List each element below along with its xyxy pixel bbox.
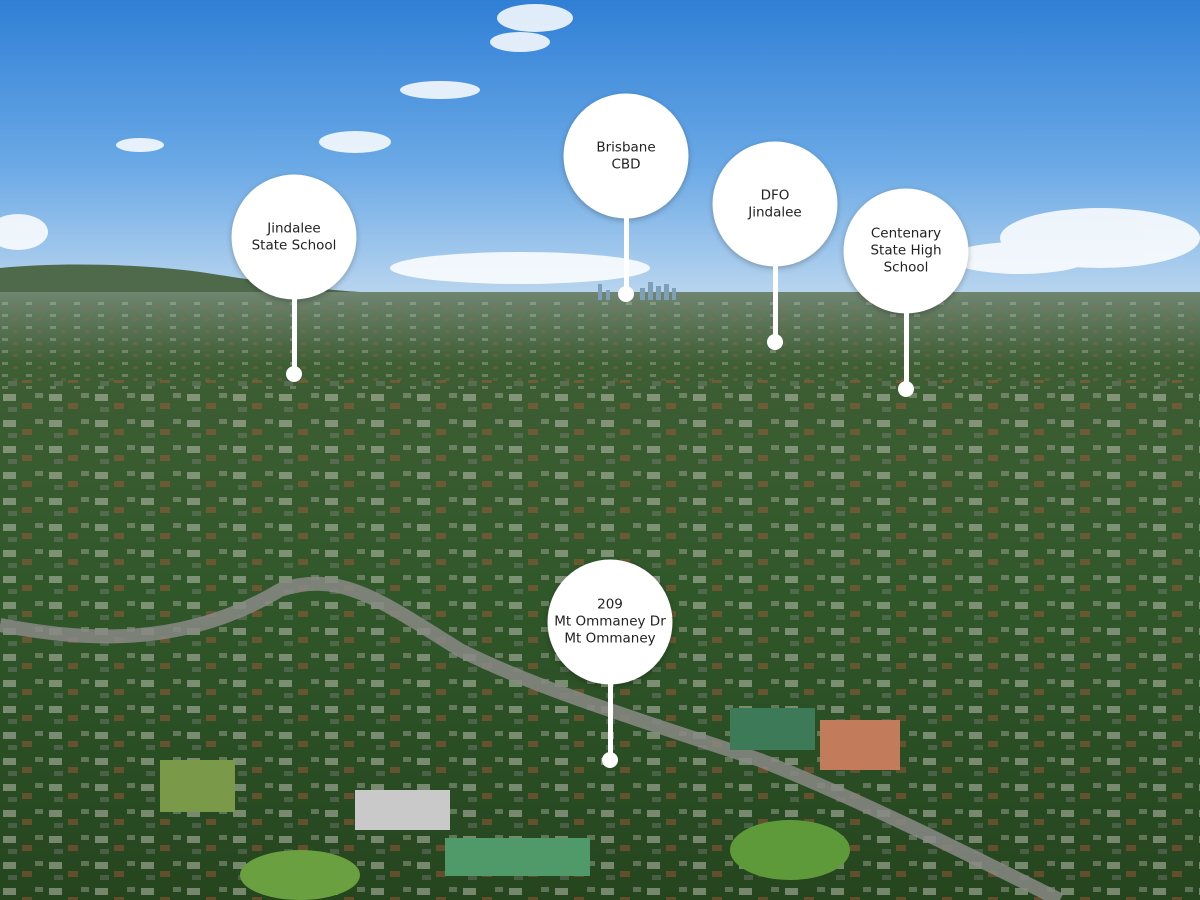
marker-bubble: Brisbane CBD — [563, 93, 689, 219]
marker-bubble: DFO Jindalee — [712, 141, 838, 267]
marker-dot — [618, 286, 634, 302]
marker-dot — [286, 366, 302, 382]
marker-dot — [602, 752, 618, 768]
marker-label: Brisbane CBD — [596, 139, 656, 172]
marker-stem — [291, 297, 297, 373]
marker-dot — [767, 334, 783, 350]
marker-dot — [898, 381, 914, 397]
marker-stem — [772, 264, 778, 340]
marker-label: 209 Mt Ommaney Dr Mt Ommaney — [554, 596, 666, 647]
marker-label: Centenary State High School — [870, 225, 942, 276]
marker-label: Jindalee State School — [251, 220, 337, 253]
marker-label: DFO Jindalee — [748, 187, 802, 220]
marker-bubble: Centenary State High School — [843, 188, 969, 314]
marker-bubble: 209 Mt Ommaney Dr Mt Ommaney — [547, 559, 673, 685]
marker-stem — [607, 682, 613, 758]
marker-stem — [903, 311, 909, 391]
marker-stem — [623, 216, 629, 296]
marker-bubble: Jindalee State School — [231, 174, 357, 300]
